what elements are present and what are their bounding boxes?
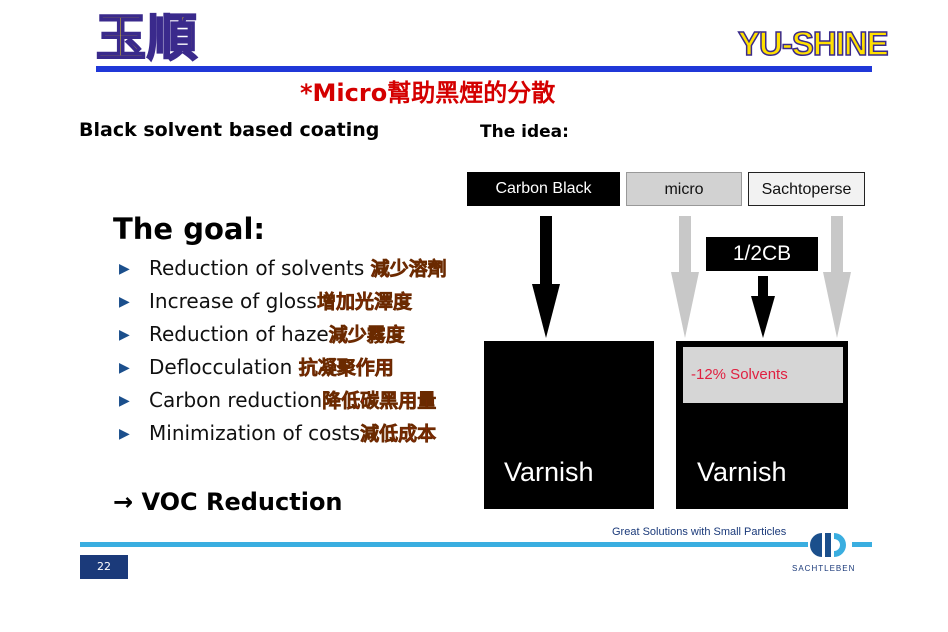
voc-reduction: → VOC Reduction bbox=[113, 488, 343, 516]
goal-item-chinese: 降低碳黑用量 bbox=[322, 390, 437, 413]
header-divider bbox=[96, 66, 872, 72]
varnish-label-left: Varnish bbox=[504, 457, 594, 487]
goal-item-carbon: ▶ Carbon reduction降低碳黑用量 bbox=[119, 385, 437, 415]
footer-tagline: Great Solutions with Small Particles bbox=[612, 526, 787, 538]
varnish-label-right: Varnish bbox=[697, 457, 787, 487]
logo-english: YU-SHINE bbox=[737, 24, 889, 63]
goal-item-chinese: 抗凝聚作用 bbox=[298, 357, 394, 380]
triangle-right-icon: ▶ bbox=[119, 426, 130, 442]
goal-item-deflocculation: ▶ Deflocculation 抗凝聚作用 bbox=[119, 352, 394, 382]
arrow-carbon-black bbox=[532, 216, 560, 338]
goal-item-chinese: 減低成本 bbox=[360, 423, 437, 446]
sachtleben-logo-icon bbox=[810, 533, 846, 557]
triangle-right-icon: ▶ bbox=[119, 261, 130, 277]
arrow-sachtoperse bbox=[823, 216, 851, 338]
triangle-right-icon: ▶ bbox=[119, 294, 130, 310]
page-number: 22 bbox=[80, 555, 128, 579]
varnish-box-left bbox=[484, 341, 654, 509]
goal-item-text: Deflocculation bbox=[149, 355, 299, 379]
footer-divider-end bbox=[852, 542, 872, 547]
goal-item-text: Carbon reduction bbox=[149, 388, 323, 412]
goal-item-solvents: ▶ Reduction of solvents 減少溶劑 bbox=[119, 253, 447, 283]
brand-name: SACHTLEBEN bbox=[792, 564, 856, 573]
goal-item-gloss: ▶ Increase of gloss增加光澤度 bbox=[119, 286, 412, 316]
footer-divider bbox=[80, 542, 808, 547]
goal-heading: The goal: bbox=[113, 212, 265, 246]
goal-item-chinese: 減少霧度 bbox=[328, 324, 405, 347]
goal-item-text: Increase of gloss bbox=[149, 289, 317, 313]
label-sachtoperse: Sachtoperse bbox=[748, 172, 865, 206]
logo-chinese: 玉順 bbox=[95, 8, 198, 68]
goal-item-chinese: 減少溶劑 bbox=[370, 258, 447, 281]
triangle-right-icon: ▶ bbox=[119, 393, 130, 409]
goal-item-costs: ▶ Minimization of costs減低成本 bbox=[119, 418, 436, 448]
goal-item-haze: ▶ Reduction of haze減少霧度 bbox=[119, 319, 405, 349]
goal-item-text: Reduction of solvents bbox=[149, 256, 371, 280]
goal-item-chinese: 增加光澤度 bbox=[316, 291, 413, 314]
idea-heading: The idea: bbox=[480, 122, 569, 142]
label-half-cb: 1/2CB bbox=[706, 237, 818, 271]
slide-subtitle: Black solvent based coating bbox=[79, 119, 380, 141]
label-carbon-black: Carbon Black bbox=[467, 172, 620, 206]
solvents-reduction-box: -12% Solvents bbox=[683, 347, 843, 403]
goal-item-text: Reduction of haze bbox=[149, 322, 329, 346]
arrow-half-cb bbox=[751, 276, 775, 338]
label-micro: micro bbox=[626, 172, 742, 206]
slide-title: *Micro幫助黑煙的分散 bbox=[300, 79, 556, 107]
triangle-right-icon: ▶ bbox=[119, 327, 130, 343]
triangle-right-icon: ▶ bbox=[119, 360, 130, 376]
goal-item-text: Minimization of costs bbox=[149, 421, 361, 445]
arrow-micro bbox=[671, 216, 699, 338]
